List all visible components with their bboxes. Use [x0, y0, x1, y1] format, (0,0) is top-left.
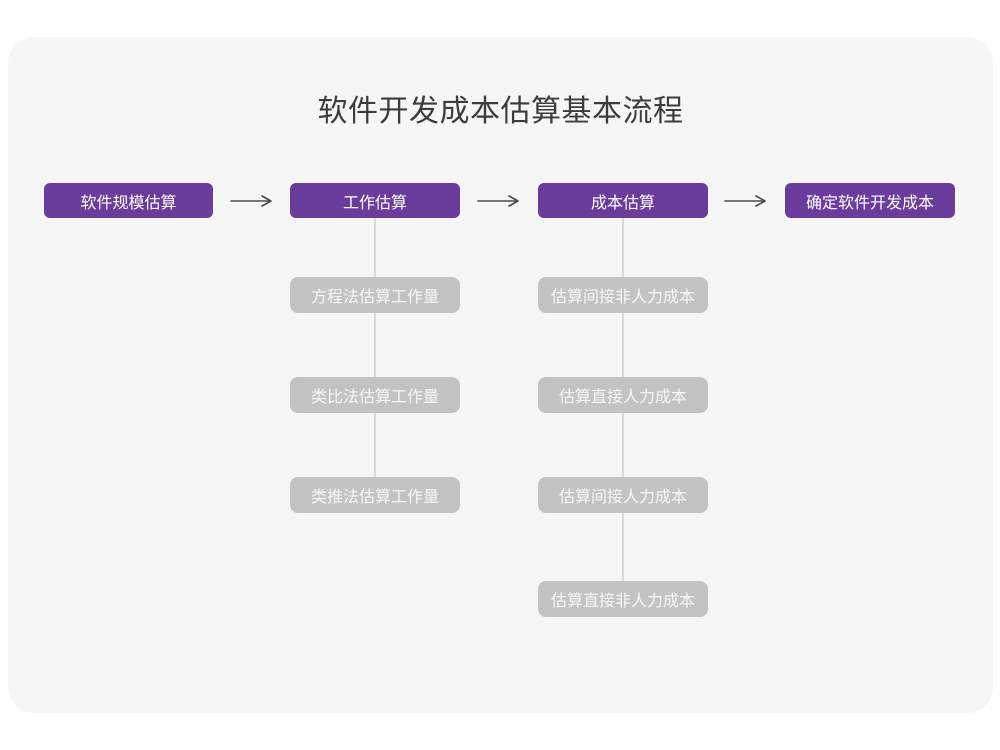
- sub-node-equation-method: 方程法估算工作量: [290, 277, 460, 313]
- sub-node-label: 类推法估算工作量: [310, 489, 439, 506]
- flow-node-label: 确定软件开发成本: [805, 194, 934, 212]
- diagram-card: 软件开发成本估算基本流程 软件规模估算 工作估算 成本估算 确定软件开发成本: [8, 37, 993, 713]
- flow-node-work-estimation: 工作估算: [290, 183, 460, 218]
- sub-node-indirect-non-labor-cost: 估算间接非人力成本: [538, 277, 708, 313]
- diagram-title: 软件开发成本估算基本流程: [317, 95, 684, 128]
- sub-node-direct-labor-cost: 估算直接人力成本: [538, 377, 708, 413]
- flow-node-label: 成本估算: [590, 194, 655, 212]
- sub-node-label: 估算间接人力成本: [558, 489, 687, 506]
- flow-node-label: 工作估算: [342, 194, 407, 212]
- arrow-right-icon: [724, 194, 768, 208]
- arrow-right-icon: [230, 194, 274, 208]
- sub-node-label: 估算直接人力成本: [558, 389, 687, 406]
- sub-node-label: 估算间接非人力成本: [550, 289, 695, 306]
- sub-node-analogy-method: 类比法估算工作量: [290, 377, 460, 413]
- sub-node-direct-non-labor-cost: 估算直接非人力成本: [538, 581, 708, 617]
- sub-node-indirect-labor-cost: 估算间接人力成本: [538, 477, 708, 513]
- flow-node-cost-estimation: 成本估算: [538, 183, 708, 218]
- arrow-right-icon: [477, 194, 521, 208]
- sub-node-label: 类比法估算工作量: [310, 389, 439, 406]
- branch-connector-work-estimation: [374, 218, 376, 495]
- flow-node-determine-cost: 确定软件开发成本: [785, 183, 955, 218]
- flow-node-software-size-estimation: 软件规模估算: [44, 183, 213, 218]
- sub-node-label: 估算直接非人力成本: [550, 593, 695, 610]
- sub-node-label: 方程法估算工作量: [310, 289, 439, 306]
- sub-node-extrapolation-method: 类推法估算工作量: [290, 477, 460, 513]
- flow-node-label: 软件规模估算: [80, 194, 177, 212]
